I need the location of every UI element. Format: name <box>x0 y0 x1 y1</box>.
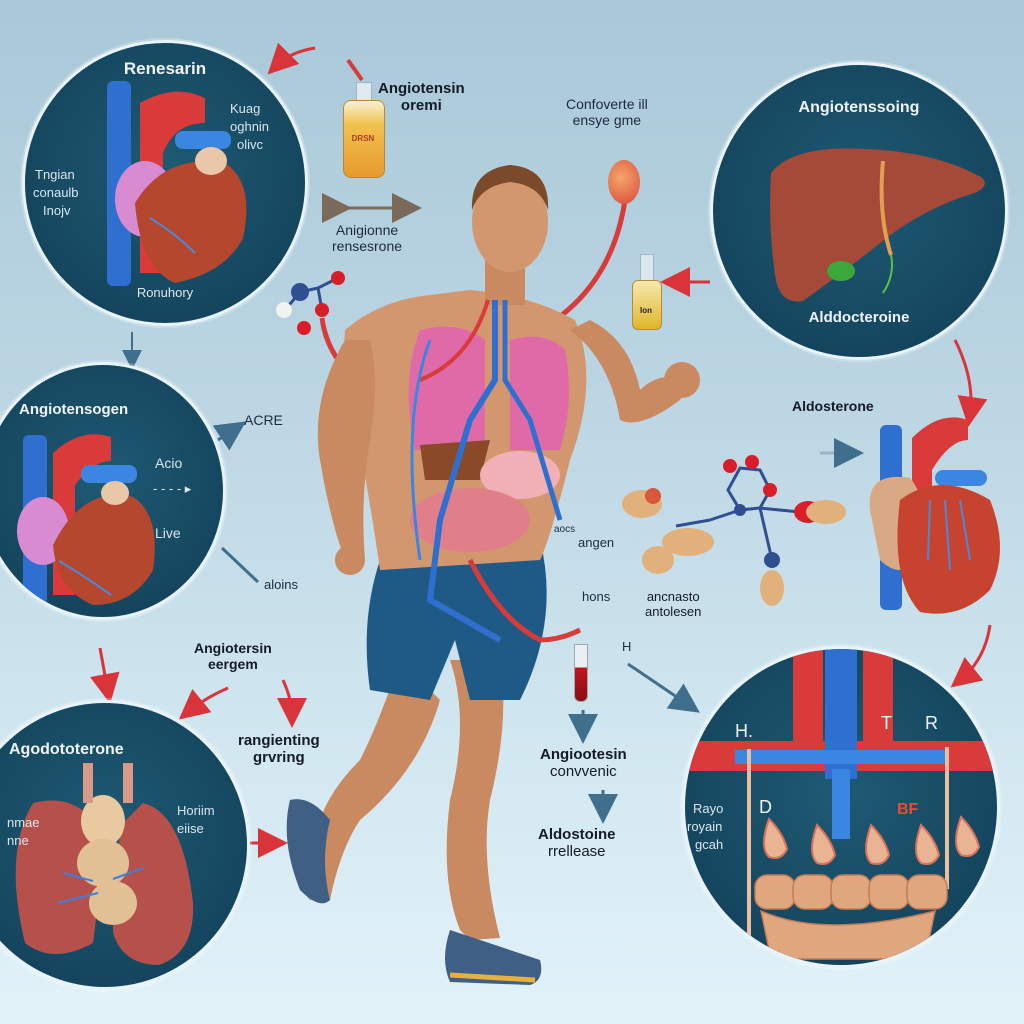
aocs-label: aocs <box>554 524 576 535</box>
angiotesin-convenic-label: Angiootesin convvenic <box>540 746 627 781</box>
converter-enzyme-label: Confoverte ill ensye gme <box>566 96 648 129</box>
circle-side-right-3: olivc <box>237 137 264 152</box>
circle-side-left-3: Inojv <box>43 203 71 218</box>
vessel-letter-h: H. <box>735 721 753 741</box>
lungs-circle: Agodototerone nmae nne Horiim eiise <box>0 700 250 990</box>
circle-side-right-2: oghnin <box>230 119 270 134</box>
circle-side-right-1: Kuag <box>230 101 261 116</box>
vessel-side-3: gcah <box>695 837 724 852</box>
circle-title: Renesarin <box>123 59 207 78</box>
circle-bottom-label: Alddocteroine <box>808 309 910 326</box>
blood-vessels-icon <box>685 649 997 960</box>
circle-side-2: Live <box>155 525 181 541</box>
circle-side-left-2: nne <box>7 833 29 848</box>
circle-title: Angiotensogen <box>19 401 129 418</box>
tube-h-label: H <box>622 639 632 654</box>
aloins-label: aloins <box>264 577 298 592</box>
vessel-letter-t: T <box>881 713 892 733</box>
angiotensogen-heart-circle: Angiotensogen Acio - - - - ▸ Live <box>0 362 226 620</box>
aldostoine-release-label: Aldostoine rrellease <box>538 826 616 861</box>
aldosterone-label: Aldosterone <box>792 398 874 414</box>
heart-icon <box>17 434 155 617</box>
medicine-bottle-icon: DRSN <box>343 82 385 178</box>
vessel-letter-d: D <box>759 797 772 817</box>
vessel-letter-bf: BF <box>897 801 919 818</box>
dashed-arrow: - - - - ▸ <box>153 481 192 496</box>
circle-side-right-1: Horiim <box>177 803 215 818</box>
vessel-side-1: Rayo <box>693 801 724 816</box>
hons-label: hons <box>582 589 611 604</box>
circle-bottom-label: Ronuhory <box>136 285 194 300</box>
ancnasto-label: ancnasto antolesen <box>645 589 702 619</box>
test-tube-icon <box>574 644 588 702</box>
acre-label: ACRE <box>244 412 283 428</box>
circle-side-left-2: conaulb <box>33 185 79 200</box>
angiotensin-eergem-label: Angiotersin eergem <box>194 640 272 673</box>
angiotensin-renesterone-label: Anigionne rensesrone <box>332 222 403 255</box>
circle-side-1: Acio <box>155 455 183 471</box>
vessel-side-2: royain <box>687 819 723 834</box>
angen-label: angen <box>578 535 615 550</box>
bottle-label: DRSN <box>351 134 375 143</box>
liver-icon <box>770 148 985 302</box>
enzyme-bulb-icon <box>608 160 640 204</box>
lungs-icon <box>15 763 194 965</box>
vessel-letter-r: R <box>925 713 938 733</box>
circle-title: Angiotenssoing <box>798 99 920 116</box>
circle-side-left-1: nmae <box>7 815 40 830</box>
renesarin-heart-circle: Renesarin Kuag oghnin olivc Tngian conau… <box>22 40 308 326</box>
rangienting-label: rangienting grvring <box>238 732 320 767</box>
small-bottle-label: Ion <box>640 306 652 315</box>
vessels-circle: H. T R D BF Rayo royain gcah <box>682 646 1000 968</box>
angiotensin-label: Angiotensin oremi <box>378 80 465 115</box>
liver-circle: Angiotenssoing Alddocteroine <box>710 62 1008 360</box>
circle-side-right-2: eiise <box>177 821 204 836</box>
circle-side-left-1: Tngian <box>35 167 75 182</box>
circle-title: Agodototerone <box>9 741 124 758</box>
small-bottle-icon: Ion <box>632 254 662 330</box>
heart-icon <box>107 81 247 286</box>
